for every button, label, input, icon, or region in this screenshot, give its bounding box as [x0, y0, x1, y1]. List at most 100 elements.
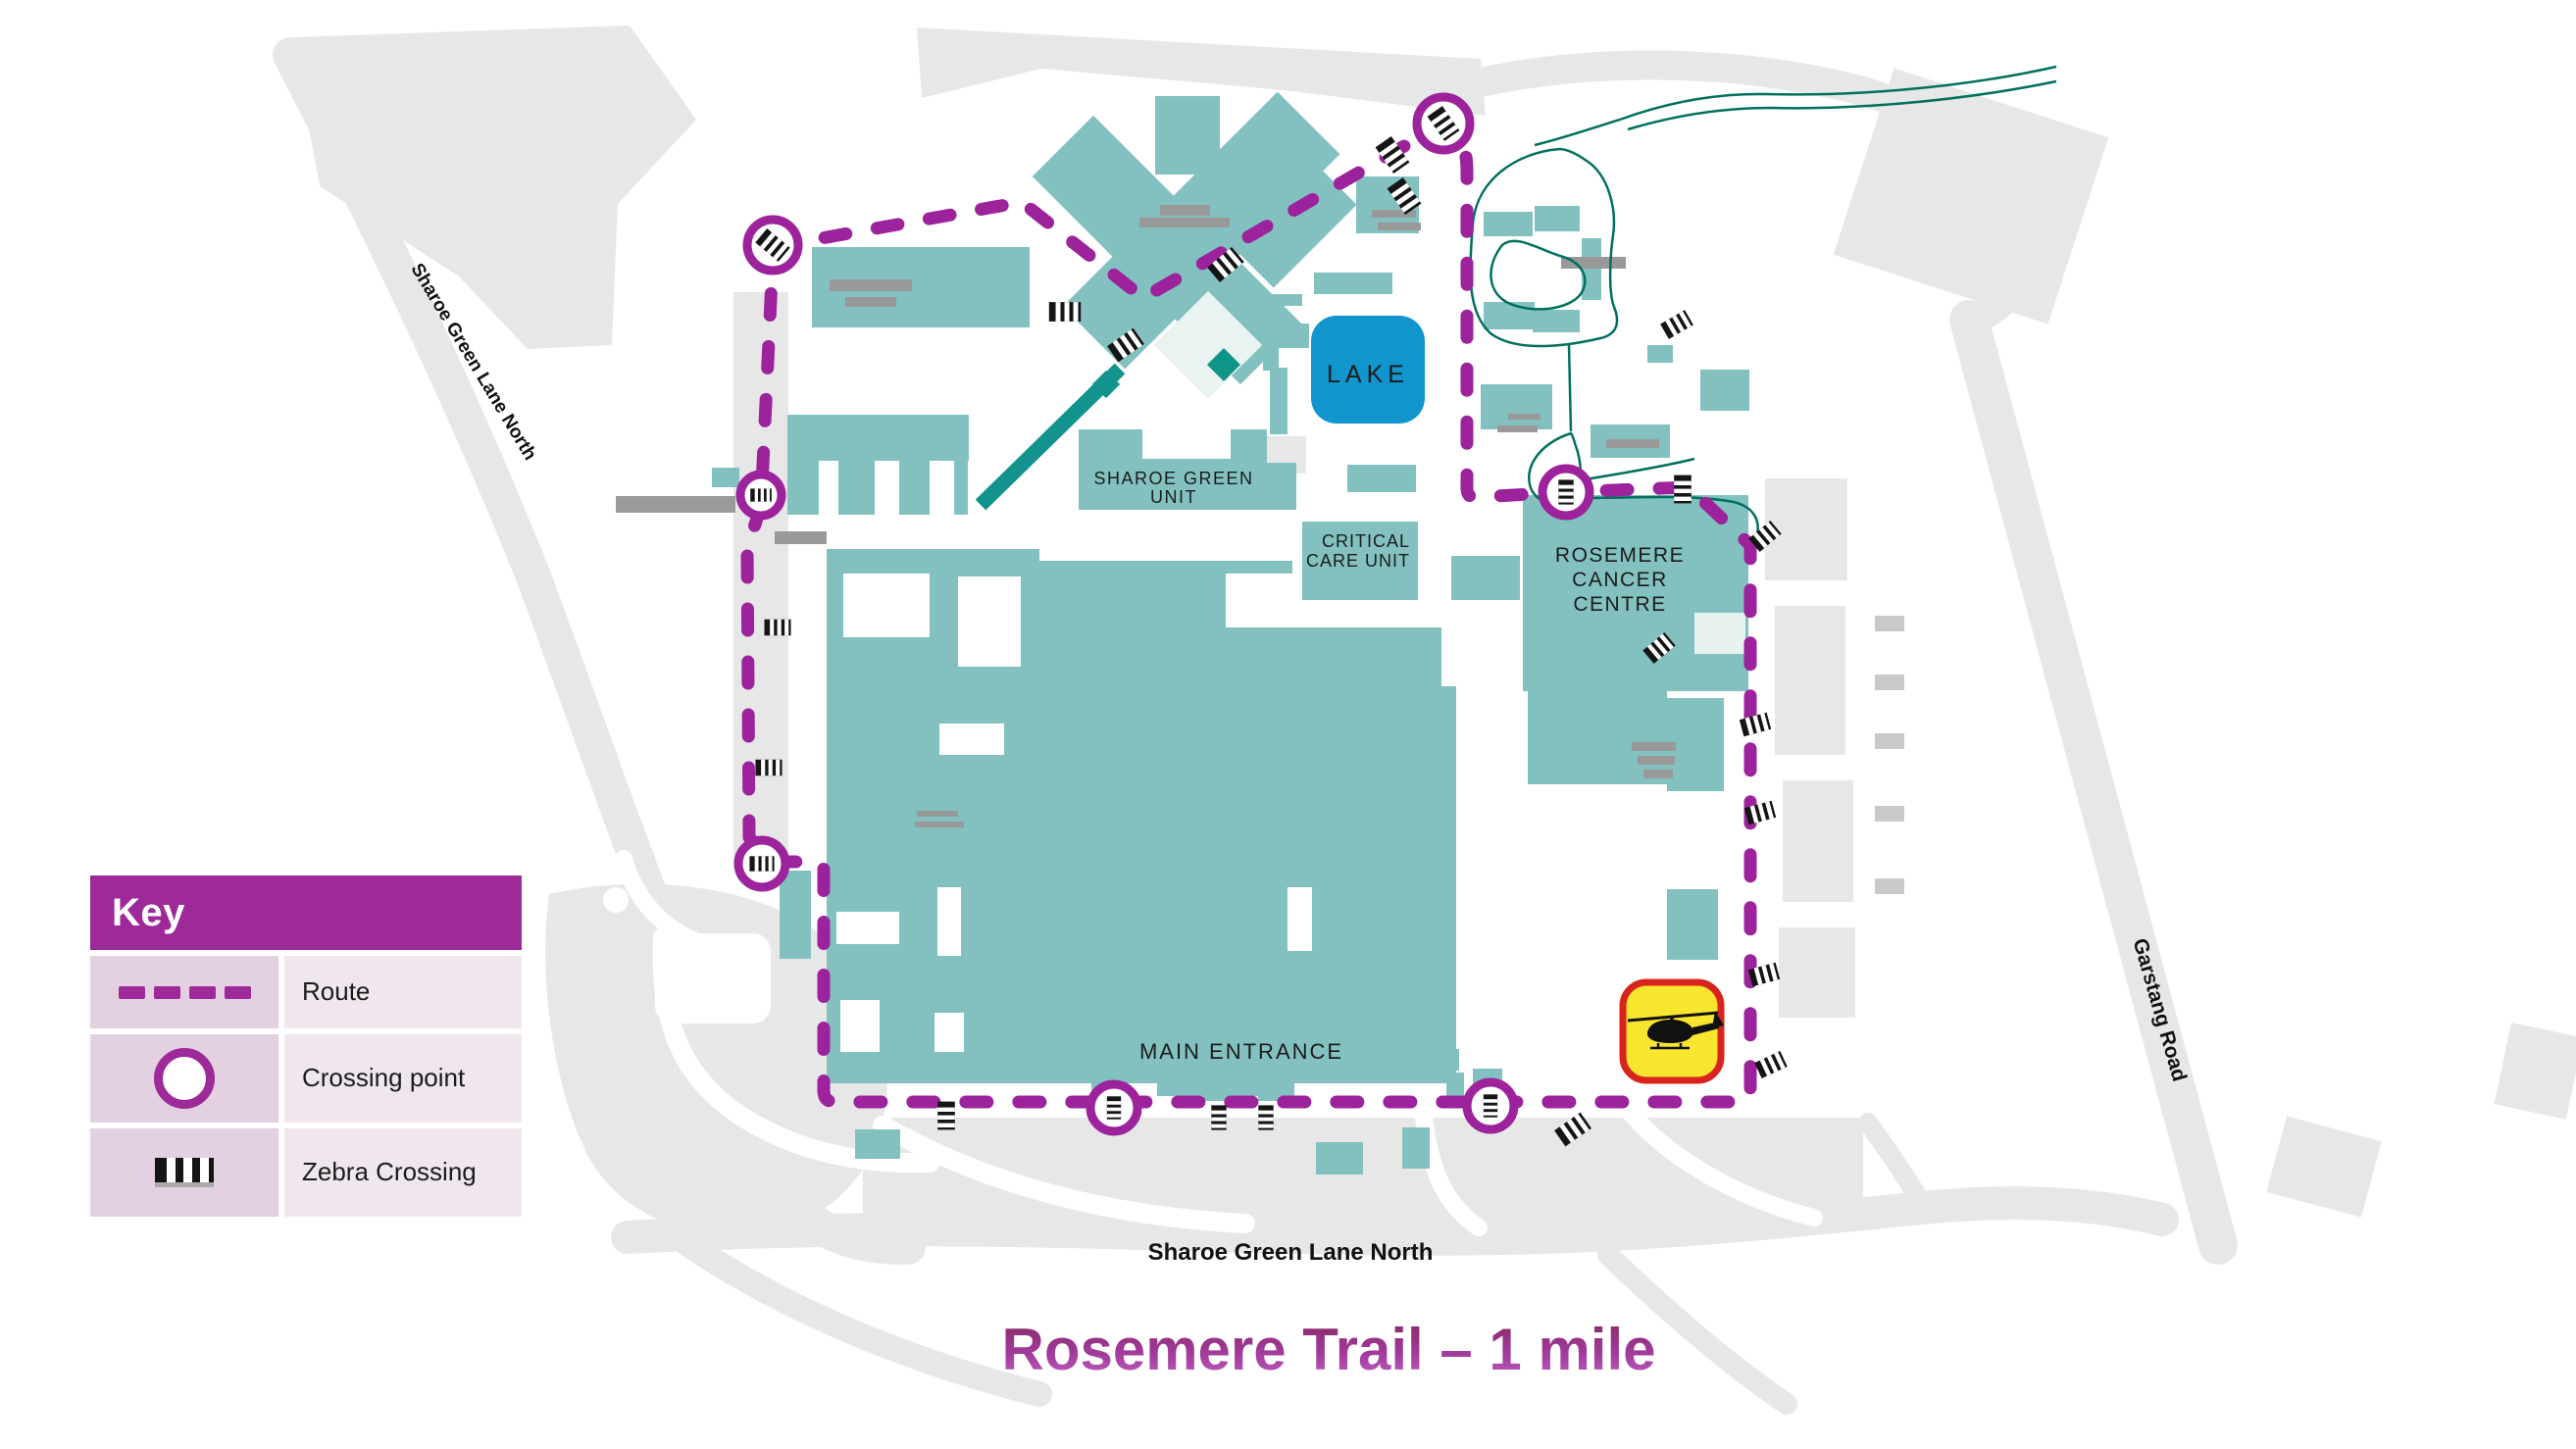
route-dash-swatch: [118, 985, 251, 999]
lake: [1311, 316, 1425, 424]
building: [1647, 345, 1673, 363]
roof-stripe: [1643, 770, 1673, 778]
roof-stripe: [915, 822, 964, 827]
road-sharoe-south: [611, 1186, 2179, 1256]
critical-care-label-2: CARE UNIT: [1306, 551, 1410, 571]
building: [1535, 206, 1580, 231]
road-area-east-2: [1775, 606, 1845, 755]
courtyard: [840, 1000, 880, 1052]
road-area-east-4: [1779, 927, 1855, 1018]
key-row-crossing-point: Crossing point: [90, 1034, 522, 1123]
building: [1314, 273, 1392, 294]
road-area-top-center: [917, 27, 1486, 116]
building-dark-teal: [1207, 348, 1240, 381]
building: [1435, 1049, 1459, 1071]
building: [1446, 1073, 1464, 1098]
helicopter-icon: [1627, 1011, 1724, 1050]
building: [1533, 310, 1580, 332]
zebra-crossing-icon: [1106, 1096, 1122, 1120]
roof-stripes: [775, 205, 1676, 827]
building: [780, 871, 811, 959]
helipad-icon: [1619, 978, 1725, 1084]
building-main-hospital: [827, 549, 1456, 1096]
main-entrance-label: MAIN ENTRANCE: [1139, 1039, 1343, 1064]
roof-stripe: [1160, 205, 1210, 216]
rosemere-label-3: CENTRE: [1573, 593, 1666, 616]
garden-path-east: [1578, 457, 1695, 482]
roof-stripe: [775, 531, 827, 544]
building: [1258, 1083, 1280, 1101]
special-buildings: [975, 290, 1263, 511]
building: [838, 461, 875, 515]
building: [1259, 294, 1302, 306]
buildings: [712, 91, 1749, 1174]
road-link-southeast: [1858, 1113, 1934, 1218]
crossing-circle-swatch: [154, 1048, 215, 1109]
map-key: Key Route Crossing point Zebra Crossing: [90, 875, 522, 1217]
parking-mark: [1875, 878, 1904, 894]
roof-stripe: [845, 297, 896, 307]
courtyard: [843, 574, 930, 637]
sharoe-green-unit-label-1: SHAROE GREEN: [1093, 469, 1253, 488]
roof-stripe: [1632, 742, 1676, 751]
courtyard: [836, 912, 899, 944]
courtyard: [939, 724, 1004, 755]
zebra-crossing-icon: [90, 1128, 278, 1217]
trail-route: [740, 119, 1757, 1109]
zebra-crossing-icon: [1754, 1050, 1788, 1079]
map-title: Rosemere Trail – 1 mile: [936, 1316, 1721, 1383]
roof-stripe: [1508, 414, 1541, 420]
building: [1582, 238, 1601, 300]
building-sharoe-green-unit: [1079, 429, 1267, 510]
road-area-east-1: [1765, 478, 1847, 580]
dark-road-stub: [616, 496, 735, 513]
roof-stripe: [917, 811, 958, 817]
rosemere-label-1: ROSEMERE: [1555, 544, 1685, 567]
parking-mark: [1875, 616, 1904, 631]
zebra-crossing-icon: [749, 856, 775, 872]
key-header: Key: [90, 875, 522, 950]
helicopter-tail: [1692, 1022, 1719, 1035]
crossing-point-icon: [90, 1034, 278, 1123]
roof-stripe: [1606, 439, 1659, 448]
road-branch-bottom-right: [1597, 1244, 1797, 1415]
helicopter-body: [1646, 1020, 1693, 1043]
road-corridor-left: [733, 292, 788, 869]
stream-line: [1619, 65, 2057, 122]
route-dash-icon: [90, 956, 278, 1028]
zebra-crossing-icon: [1258, 1105, 1274, 1130]
zebra-crossing-icon: [755, 759, 783, 776]
building: [899, 461, 930, 515]
building: [1484, 302, 1535, 329]
helicopter-skids: [1650, 1043, 1690, 1050]
building: [1451, 556, 1520, 600]
courtyard: [1694, 613, 1745, 654]
courtyards: [836, 574, 1745, 1052]
road-network: [273, 25, 2576, 1415]
building: [855, 1129, 900, 1159]
key-row-zebra: Zebra Crossing: [90, 1128, 522, 1217]
garden-path-link: [1567, 344, 1573, 432]
zebra-crossing-icon: [1048, 302, 1082, 322]
helicopter-fin: [1712, 1011, 1724, 1028]
road-dark-marks: [616, 496, 1904, 894]
white-road-5: [1619, 1101, 1823, 1226]
road-label-sharoe-south: Sharoe Green Lane North: [1148, 1239, 1434, 1266]
roof-stripe: [1139, 218, 1230, 227]
zebra-crossing-icon: [750, 488, 772, 502]
courtyard: [937, 887, 961, 956]
road-branch-bottom-left: [674, 1230, 1052, 1407]
stream-line: [1534, 118, 1621, 147]
zebra-crossing-icon: [1660, 310, 1693, 339]
zebra-crossing-icon: [1211, 1105, 1227, 1130]
white-patch: [655, 933, 771, 1024]
roof-stripe: [830, 279, 912, 291]
roof-stripe: [1378, 223, 1421, 230]
road-area-corner-se: [2266, 1116, 2382, 1218]
zebra-crossing-icon: [1483, 1094, 1498, 1118]
courtyard: [934, 1013, 964, 1052]
roof-stripe: [1372, 210, 1416, 218]
zebra-swatch: [155, 1158, 214, 1187]
key-label-zebra: Zebra Crossing: [284, 1128, 522, 1217]
lake-label: LAKE: [1327, 361, 1409, 388]
